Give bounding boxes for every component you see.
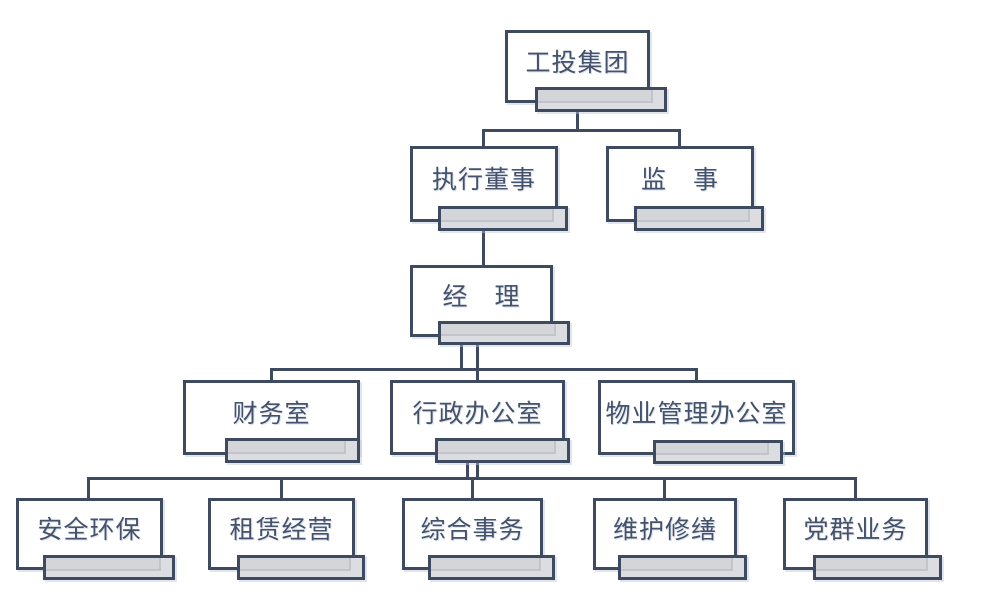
node-shadow-box: [813, 555, 942, 580]
org-node-supervisor-label: 监 事: [640, 165, 719, 194]
connector-line: [270, 368, 273, 380]
org-node-leasing-label: 租赁经营: [229, 515, 334, 544]
node-shadow-box: [653, 440, 783, 464]
org-node-property-office-label: 物业管理办公室: [605, 398, 788, 428]
node-shadow-inner: [441, 324, 556, 336]
connector-line: [663, 477, 666, 498]
org-node-group[interactable]: 工投集团: [505, 30, 667, 112]
org-node-safety-env-label: 安全环保: [37, 515, 142, 544]
org-node-party-mass[interactable]: 党群业务: [783, 498, 942, 580]
node-shadow-inner: [621, 558, 733, 571]
connector-line: [270, 368, 698, 371]
node-shadow-box: [43, 555, 175, 580]
connector-line: [471, 477, 474, 498]
org-node-group-label: 工投集团: [525, 47, 630, 77]
connector-line: [280, 477, 283, 498]
connector-line: [482, 129, 485, 146]
node-shadow-inner: [240, 558, 351, 571]
node-shadow-box: [225, 438, 360, 463]
node-shadow-inner: [431, 558, 541, 571]
org-node-admin-office[interactable]: 行政办公室: [390, 380, 570, 463]
org-node-manager[interactable]: 经 理: [410, 265, 570, 345]
org-node-finance-office-label: 财务室: [232, 398, 311, 428]
node-shadow-box: [438, 206, 568, 231]
org-node-maintenance-label: 维护修缮: [612, 515, 717, 544]
node-shadow-box: [428, 555, 555, 580]
org-node-general-affairs[interactable]: 综合事务: [402, 498, 555, 580]
org-node-supervisor[interactable]: 监 事: [606, 146, 764, 231]
node-shadow-box: [237, 555, 365, 580]
connector-line: [482, 129, 681, 132]
node-shadow-inner: [656, 443, 769, 455]
org-node-executive-director[interactable]: 执行董事: [410, 146, 568, 231]
org-node-general-affairs-label: 综合事务: [420, 515, 525, 544]
connector-line: [476, 345, 479, 369]
org-node-admin-office-label: 行政办公室: [412, 398, 543, 428]
connector-line: [460, 345, 463, 369]
connector-line: [476, 463, 479, 478]
node-shadow-inner: [816, 558, 928, 571]
org-node-leasing[interactable]: 租赁经营: [208, 498, 365, 580]
org-node-safety-env[interactable]: 安全环保: [16, 498, 175, 580]
connector-line: [695, 368, 698, 380]
connector-line: [576, 112, 579, 129]
connector-line: [87, 477, 90, 498]
org-node-manager-label: 经 理: [442, 282, 521, 311]
node-shadow-inner: [538, 90, 653, 103]
connector-line: [476, 368, 479, 380]
org-node-property-office[interactable]: 物业管理办公室: [598, 380, 795, 464]
node-shadow-box: [535, 87, 667, 112]
node-shadow-box: [634, 206, 764, 231]
connector-line: [854, 477, 857, 498]
node-shadow-inner: [46, 558, 161, 571]
node-shadow-inner: [228, 441, 346, 454]
org-node-finance-office[interactable]: 财务室: [183, 380, 360, 463]
connector-line: [466, 463, 469, 478]
org-node-party-mass-label: 党群业务: [803, 515, 908, 544]
node-shadow-inner: [441, 209, 554, 222]
node-shadow-inner: [637, 209, 750, 222]
node-shadow-box: [618, 555, 747, 580]
connector-line: [482, 231, 485, 265]
connector-line: [678, 129, 681, 146]
node-shadow-box: [438, 321, 570, 345]
node-shadow-inner: [438, 441, 556, 454]
org-node-maintenance[interactable]: 维护修缮: [593, 498, 747, 580]
node-shadow-box: [435, 438, 570, 463]
org-node-executive-director-label: 执行董事: [431, 165, 536, 194]
